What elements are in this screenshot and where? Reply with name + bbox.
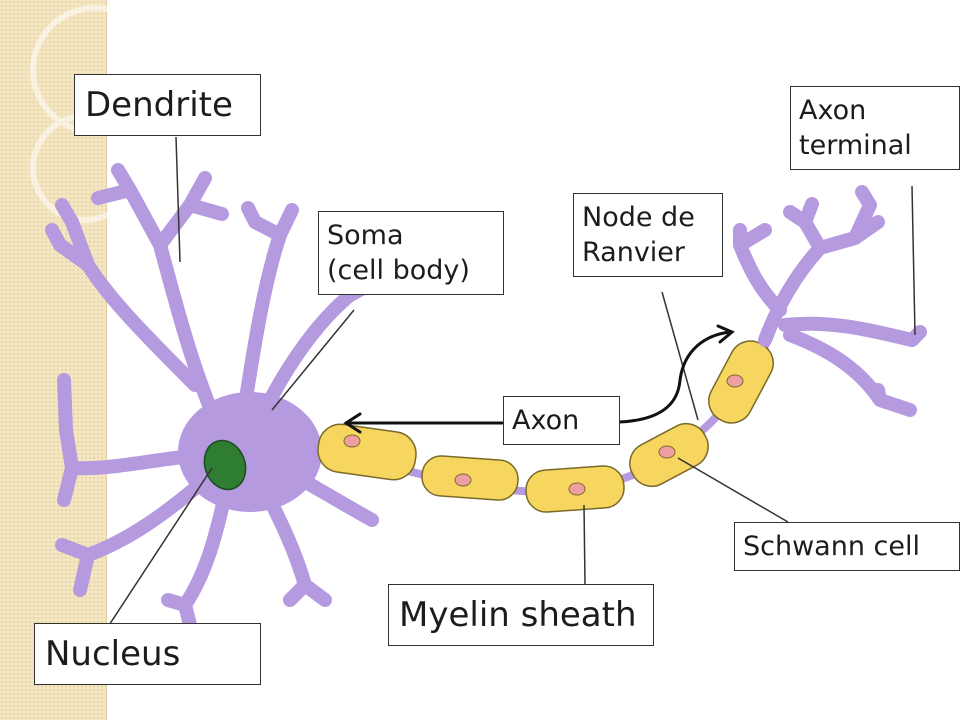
- label-myelin-sheath-text: Myelin sheath: [399, 595, 637, 635]
- label-soma: Soma (cell body): [318, 211, 504, 296]
- soma-body: [178, 392, 322, 512]
- label-axon-terminal: Axon terminal: [790, 86, 960, 171]
- axon-arrow-left-head: [343, 412, 362, 434]
- label-soma-line2: (cell body): [327, 255, 470, 287]
- label-schwann-cell-text: Schwann cell: [743, 531, 920, 562]
- label-axon-terminal-line2: terminal: [799, 130, 912, 162]
- myelin-segment: [525, 465, 625, 513]
- cell-nucleus: [203, 439, 247, 491]
- myelin-segment: [421, 455, 519, 501]
- label-axon-text: Axon: [512, 405, 580, 436]
- label-node-de-ranvier-line2: Ranvier: [582, 237, 686, 269]
- label-soma-line1: Soma: [327, 220, 404, 251]
- label-node-de-ranvier-line1: Node de: [582, 202, 695, 233]
- label-schwann-cell: Schwann cell: [734, 522, 960, 572]
- label-axon-terminal-line1: Axon: [799, 95, 867, 126]
- label-myelin-sheath: Myelin sheath: [388, 584, 654, 647]
- label-axon: Axon: [503, 396, 620, 446]
- label-dendrite-text: Dendrite: [85, 85, 233, 125]
- label-nucleus: Nucleus: [34, 623, 261, 686]
- myelin-segment: [317, 423, 417, 481]
- neuron-dendrites: [45, 163, 382, 632]
- myelin-sheath-segments: [317, 340, 774, 513]
- label-node-de-ranvier: Node de Ranvier: [573, 193, 723, 278]
- axon-arrows: [343, 324, 735, 434]
- axon-arrow-curve-head: [716, 324, 735, 344]
- axon-terminal-branches: [733, 185, 927, 417]
- leader-lines: [97, 136, 916, 643]
- axon-arrow-curve: [618, 330, 732, 424]
- label-nucleus-text: Nucleus: [45, 634, 181, 674]
- label-dendrite: Dendrite: [74, 74, 261, 137]
- myelin-segment: [629, 422, 709, 488]
